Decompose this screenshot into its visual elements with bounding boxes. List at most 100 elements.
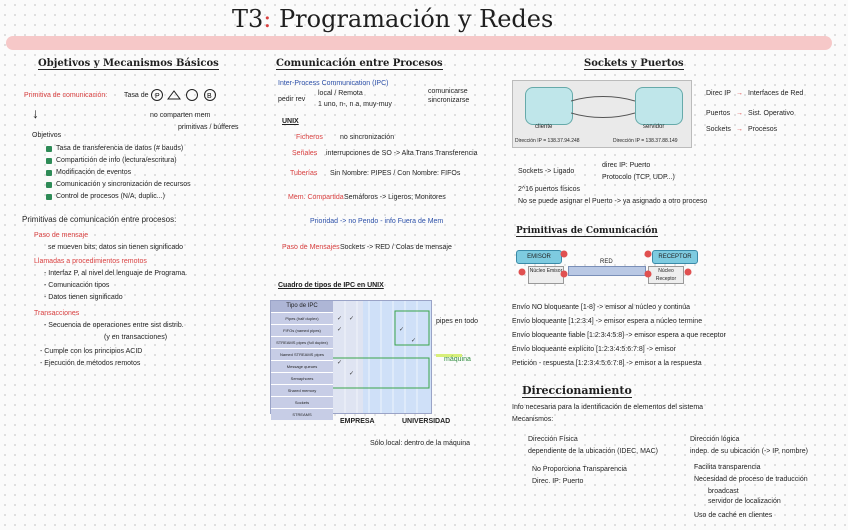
direc-ip-puerto: direc IP: Puerto — [602, 162, 651, 169]
socket-link — [571, 96, 635, 118]
transacciones-item: (y en transacciones) — [104, 334, 168, 341]
procesos-label: Procesos — [748, 126, 778, 133]
maquina-label: máquina — [444, 356, 471, 363]
red-bar — [568, 266, 646, 276]
puertos-label: Puertos — [706, 110, 731, 117]
ipc-label: Inter-Process Communication (IPC) — [278, 80, 389, 87]
fis-item: No Proporciona Transparencia — [532, 466, 627, 473]
objetivo-item: Compartición de info (lectura/escritura) — [56, 157, 177, 164]
log-item: Facilita transparencia — [694, 464, 761, 471]
unix-row-label: Tuberías — [290, 170, 318, 177]
unix-row-text: Sockets -> RED / Colas de mensaje — [340, 244, 452, 251]
svg-text:✓: ✓ — [337, 315, 342, 322]
socket-diagram: cliente servidor Dirección IP = 138.37.9… — [512, 80, 692, 148]
protocolo: Protocolo (TCP, UDP...) — [602, 174, 675, 181]
ipc-table-cell: Pipes (half duplex) — [271, 312, 333, 324]
uno-n: 1 uno, n-, n a, muy-muy — [318, 101, 392, 108]
paso-mensajes-desc: se mueven bits; datos sin tienen signifi… — [48, 244, 184, 251]
circle-icons: P B — [150, 88, 230, 107]
dependiente: dependiente de la ubicación (IDEC, MAC) — [528, 448, 658, 455]
priorato: Prioridad -> no Pendo - info Fuera de Me… — [310, 218, 444, 225]
paso-mensajes-label: Paso de mensaje — [34, 232, 89, 239]
check-icon — [46, 170, 52, 176]
page-title: T3: Programación y Redes — [232, 5, 554, 33]
highlight-line — [436, 354, 462, 357]
check-icon — [46, 146, 52, 152]
unix-row-text: Sin Nombre: PIPES / Con Nombre: FIFOs — [330, 170, 461, 177]
step-markers — [518, 250, 692, 278]
dir-logica-label: Dirección lógica — [690, 436, 740, 443]
ipc-table-highlight — [363, 301, 431, 413]
empresa-label: EMPRESA — [340, 418, 375, 425]
envio-item: Envío bloqueante fiable [1:2:3:4:5:8] ->… — [512, 332, 726, 339]
log-item: Necesidad de proceso de traducción — [694, 476, 808, 483]
servidor-label: servidor — [643, 124, 665, 130]
col3-heading: Sockets y Puertos — [584, 58, 684, 70]
sockets-label: Sockets — [706, 126, 731, 133]
ipc-table-col: Tipo de IPC Pipes (half duplex) FIFOs (n… — [271, 301, 333, 420]
sockets-row: Sockets -> Ligado — [518, 168, 575, 175]
col1-heading: Objetivos y Mecanismos Básicos — [38, 58, 219, 70]
primitiva-text: Tasa de — [124, 92, 149, 99]
nucleo-receptor-box: Núcleo Receptor — [648, 266, 684, 284]
unix-row-text: Semáforos -> Ligeros; Monitores — [344, 194, 446, 201]
unix-row-text: interrupciones de SO -> Alta Trans Trans… — [326, 150, 478, 157]
local-remota: local / Remota — [318, 90, 363, 97]
no-puede: No se puede asignar el Puerto -> ya asig… — [518, 198, 708, 205]
svg-text:✓: ✓ — [349, 370, 354, 377]
ip1-label: Dirección IP = 138.37.94.248 — [515, 138, 580, 144]
dir-text: Info necesaria para la identificación de… — [512, 404, 704, 411]
ipc-table-cell: Sockets — [271, 396, 333, 408]
cuadro-label: Cuadro de tipos de IPC en UNIX — [278, 282, 384, 289]
unix-row-label: Mem. Compartida — [288, 194, 344, 201]
check-icon — [46, 182, 52, 188]
envio-item: Envío bloqueante explícito [1:2:3:4:5:6:… — [512, 346, 677, 353]
objetivo-item: Tasa de transferencia de datos (# bauds) — [56, 145, 184, 152]
fis-item: Direc. IP: Puerto — [532, 478, 584, 485]
pedir-recv: pedir rev — [278, 96, 306, 103]
unix-label: UNIX — [282, 118, 299, 125]
ipc-table-cell: FIFOs (named pipes) — [271, 324, 333, 336]
mecanismos-label: Mecanismos: — [512, 416, 554, 423]
title-banner — [6, 36, 832, 50]
pipes-en-todo: pipes en todo — [436, 318, 479, 325]
log-item: Uso de caché en clientes — [694, 512, 773, 519]
solo-local: Sólo local: dentro de la máquina — [370, 440, 471, 447]
svg-text:✓: ✓ — [399, 326, 404, 333]
llamadas-item: - Interfaz P, al nivel del lenguaje de P… — [44, 270, 188, 277]
ipc-table-cell: STREAMS — [271, 408, 333, 420]
indep: indep. de su ubicación (-> IP, nombre) — [690, 448, 808, 455]
primitivas-entre: Primitivas de comunicación entre proceso… — [22, 215, 177, 224]
sist-op-label: Sist. Operativo — [748, 110, 794, 117]
svg-text:✓: ✓ — [349, 315, 354, 322]
ipc-table-grid: ✓ ✓ ✓ ✓ ✓ ✓ ✓ — [333, 301, 430, 413]
comunicarse: comunicarse — [428, 88, 468, 95]
primitivas-heading: Primitivas de Comunicación — [516, 226, 658, 237]
check-icon — [46, 158, 52, 164]
ipc-table: Tipo de IPC Pipes (half duplex) FIFOs (n… — [270, 300, 432, 420]
objetivo-item: Modificación de eventos — [56, 169, 132, 176]
primitivas-buffer: primitivas / búfferes — [178, 124, 239, 131]
svg-text:✓: ✓ — [411, 337, 416, 344]
dir-ip: Direc IP — [706, 90, 731, 97]
primitiva-label: Primitiva de comunicación: — [24, 92, 108, 99]
envio-item: Petición - respuesta [1:2:3:4:5:6:7:8] -… — [512, 360, 702, 367]
llamadas-label: Llamadas a procedimientos remotos — [34, 258, 147, 265]
log-item: broadcast — [708, 488, 739, 495]
unix-row-label: Ficheros — [296, 134, 323, 141]
no-comparten: no comparten mem — [150, 112, 211, 119]
ipc-table-cell: STREAMS pipes (full duplex) — [271, 336, 333, 348]
circle-icons-svg: P B — [151, 89, 216, 101]
arrow-right-icon: → — [736, 90, 743, 97]
svg-text:B: B — [207, 93, 212, 100]
ipc-table-cell: Shared memory — [271, 384, 333, 396]
llamadas-item: - Datos tienen significado — [44, 294, 123, 301]
svg-text:✓: ✓ — [337, 359, 342, 366]
objetivo-item: Control de procesos (N/A, duplic...) — [56, 193, 165, 200]
llamadas-item: - Comunicación tipos — [44, 282, 110, 289]
dir-fisica-label: Dirección Física — [528, 436, 578, 443]
check-icon — [46, 194, 52, 200]
arrow-right-icon: → — [736, 126, 743, 133]
primitivas-diagram: EMISOR RECEPTOR Núcleo Emisor Núcleo Rec… — [512, 244, 698, 292]
cliente-label: cliente — [535, 124, 553, 130]
